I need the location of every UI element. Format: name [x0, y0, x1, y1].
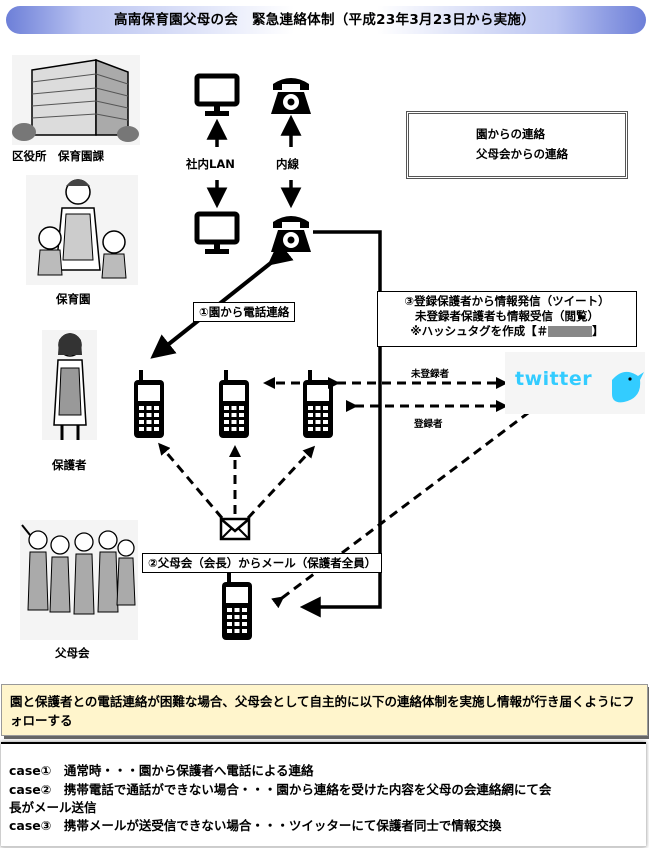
guardian-person-icon [42, 330, 97, 440]
step2-callout: ②父母会（会長）からメール（保護者全員） [142, 553, 383, 573]
parents-assoc-label: 父母会 [55, 646, 90, 660]
email-envelope-icon [219, 517, 251, 541]
diagram-canvas [12, 55, 645, 640]
legend-solid-label: 園からの連絡 [476, 127, 545, 141]
title-banner [6, 6, 646, 34]
step3-callout: ③登録保護者から情報発信（ツイート） 未登録者保護者も情報受信（閲覧） ※ハッシ… [377, 291, 637, 347]
step3-hashtag-prefix: ※ハッシュタグを作成【＃ [410, 324, 549, 338]
unregistered-label: 未登録者 [411, 369, 450, 380]
step3-line1: ③登録保護者から情報発信（ツイート） [404, 294, 610, 308]
step1-callout: ①園から電話連絡 [193, 302, 296, 322]
nursery-desk-phone-icon [271, 216, 311, 252]
guardian-mobile-icon-1 [134, 370, 164, 438]
intranet-lan-label: 社内LAN [186, 157, 235, 171]
case1-text: case① 通常時・・・園から保護者へ電話による連絡 [9, 763, 314, 778]
ward-monitor-icon [197, 76, 237, 116]
guardian-mobile-icon-3 [303, 370, 333, 438]
guardian-label: 保護者 [52, 458, 87, 472]
parents-association-group-icon [20, 520, 138, 640]
step3-line3: ※ハッシュタグを作成【＃ 】 [382, 324, 632, 339]
case2-text-line2: 長がメール送信 [9, 800, 97, 815]
nursery-label: 保育園 [56, 292, 91, 306]
ward-office-label: 区役所 保育園課 [12, 149, 104, 163]
step3-line2: 未登録者保護者も情報受信（閲覧） [415, 309, 599, 323]
summary-text: 園と保護者との電話連絡が困難な場合、父母会として自主的に以下の連絡体制を実施し情… [10, 694, 635, 728]
step3-hashtag-suffix: 】 [592, 324, 604, 338]
twitter-logo-icon [505, 352, 645, 414]
legend-box [406, 111, 628, 179]
twitter-wordmark: twitter [515, 368, 593, 390]
ward-office-building-icon [12, 55, 140, 145]
legend-dashed-label: 父母会からの連絡 [476, 147, 568, 161]
assoc-twitter-arrow [271, 396, 551, 609]
nursery-teacher-children-icon [26, 175, 138, 285]
nursery-monitor-icon [197, 214, 237, 254]
page-title: 高南保育園父母の会 緊急連絡体制（平成23年3月23日から実施） [113, 12, 536, 28]
case3-text: case③ 携帯メールが送受信できない場合・・・ツイッターにて保護者同士で情報交… [9, 818, 502, 833]
case2-text-line1: case② 携帯電話で通話ができない場合・・・園から連絡を受けた内容を父母の会連… [9, 782, 552, 797]
guardian-mobile-icon-2 [219, 370, 249, 438]
hashtag-redacted-block [548, 326, 593, 337]
summary-box [1, 684, 648, 736]
mail-to-mobile3-arrow [246, 445, 316, 520]
extension-label: 内線 [276, 157, 299, 171]
cases-box [1, 742, 646, 847]
registered-label: 登録者 [414, 419, 443, 430]
mail-to-mobile1-arrow [158, 442, 224, 519]
ward-desk-phone-icon [271, 78, 311, 114]
assoc-mobile-icon [222, 572, 252, 640]
